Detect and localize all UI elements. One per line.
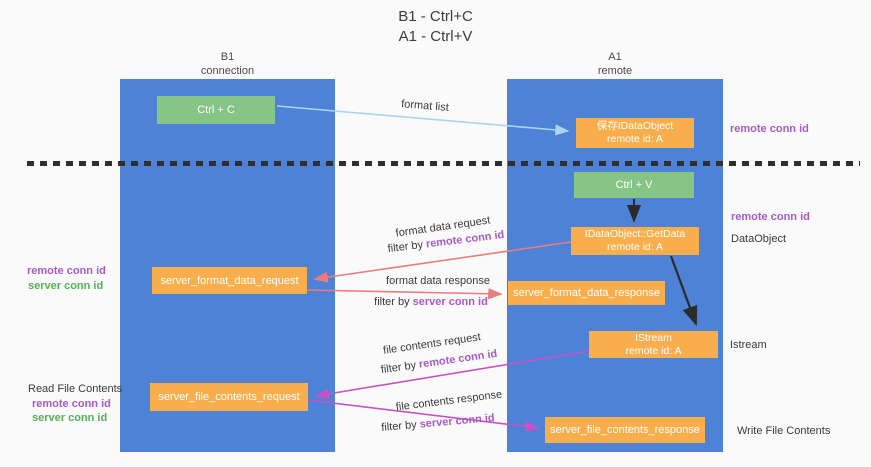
node-format-request-label: server_format_data_request — [160, 274, 299, 287]
node-ctrl-v: Ctrl + V — [574, 172, 694, 198]
node-server-format-data-request: server_format_data_request — [152, 267, 307, 294]
diagram-title-line1: B1 - Ctrl+C — [398, 8, 473, 25]
column-header-a1: A1 remote — [507, 50, 723, 78]
node-getdata-line2: remote id: A — [606, 241, 664, 253]
filter-by-text: filter by — [374, 296, 410, 308]
column-a1-name: A1 — [608, 51, 622, 63]
node-save-dataobject: 保存IDataObject remote id: A — [576, 118, 694, 148]
label-remote-conn-id-left-1: remote conn id — [27, 265, 106, 277]
remote-conn-id-text: remote conn id — [418, 347, 498, 371]
label-remote-conn-id-right-top: remote conn id — [730, 123, 809, 135]
column-a1-role: remote — [597, 65, 633, 77]
node-ctrl-c-label: Ctrl + C — [197, 104, 235, 116]
server-conn-id-text: server conn id — [419, 412, 496, 431]
label-read-file-contents: Read File Contents — [28, 383, 123, 395]
label-remote-conn-id-left-2: remote conn id — [32, 398, 111, 410]
filter-by-text: filter by — [380, 418, 418, 434]
node-file-request-label: server_file_contents_request — [158, 391, 300, 403]
node-getdata-line1: IDataObject::GetData — [584, 228, 686, 240]
node-server-file-contents-response: server_file_contents_response — [545, 417, 705, 443]
node-file-response-label: server_file_contents_response — [550, 424, 700, 436]
node-server-format-data-response: server_format_data_response — [508, 281, 665, 305]
node-format-response-label: server_format_data_response — [513, 287, 660, 299]
label-dataobject: DataObject — [731, 233, 787, 245]
node-save-dataobject-line2: remote id: A — [606, 133, 664, 145]
label-format-data-response: format data response — [386, 275, 490, 287]
label-server-conn-id-left-1: server conn id — [28, 280, 104, 292]
arrow-format-data-response — [306, 288, 503, 300]
label-write-file-contents: Write File Contents — [737, 425, 831, 437]
filter-by-text: filter by — [380, 359, 417, 377]
filter-by-text: filter by — [387, 238, 424, 256]
node-istream-line2: remote id: A — [625, 344, 682, 357]
label-format-list: format list — [400, 98, 450, 114]
node-istream: IStream remote id: A — [589, 331, 718, 358]
column-b1-role: connection — [200, 65, 255, 77]
node-save-dataobject-line1: 保存IDataObject — [596, 120, 674, 132]
column-b1-name: B1 — [220, 51, 235, 63]
node-istream-line1: IStream — [635, 331, 672, 344]
diagram-title-line2: A1 - Ctrl+V — [398, 28, 473, 45]
node-server-file-contents-request: server_file_contents_request — [150, 383, 308, 411]
node-ctrl-v-label: Ctrl + V — [615, 179, 653, 191]
column-header-b1: B1 connection — [120, 50, 335, 78]
node-ctrl-c: Ctrl + C — [157, 96, 275, 124]
label-istream: Istream — [730, 339, 767, 351]
label-server-conn-id-left-2: server conn id — [32, 412, 108, 424]
label-file-contents-response: file contents response — [395, 388, 503, 414]
label-remote-conn-id-right-mid: remote conn id — [731, 211, 810, 223]
phase-separator-dashed-line — [27, 161, 860, 166]
server-conn-id-text: server conn id — [412, 296, 488, 308]
node-idataobject-getdata: IDataObject::GetData remote id: A — [571, 227, 699, 255]
